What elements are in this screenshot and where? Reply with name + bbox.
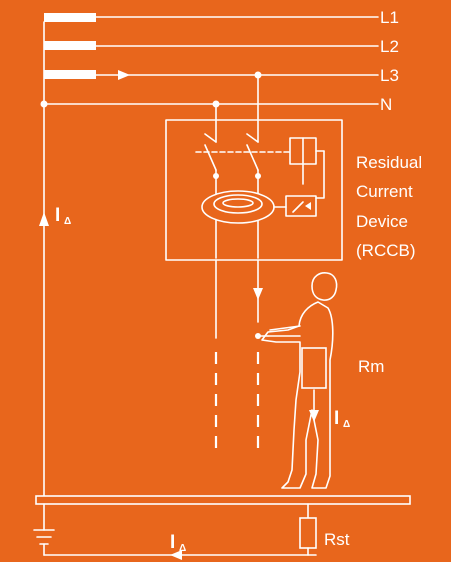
switch-contact-l bbox=[246, 133, 259, 143]
rccb-label-line-3: Device bbox=[356, 212, 408, 231]
sensing-relay-arrow bbox=[305, 202, 311, 210]
l2-terminal-bar bbox=[44, 41, 96, 50]
return-current-arrow bbox=[39, 212, 49, 226]
rccb-node-dot-n bbox=[213, 173, 219, 179]
rccb-label-line-4: (RCCB) bbox=[356, 241, 416, 260]
label-rm: Rm bbox=[358, 357, 384, 376]
rccb-device bbox=[165, 119, 343, 261]
load-current-arrow bbox=[253, 288, 263, 300]
sensing-relay-contact bbox=[292, 201, 304, 213]
person-figure: Rm I Δ bbox=[255, 272, 384, 489]
body-current-arrow bbox=[309, 410, 319, 422]
body-resistance-symbol bbox=[301, 347, 327, 389]
trip-relay-wire-b bbox=[315, 150, 325, 199]
ground-bar bbox=[35, 495, 411, 505]
label-rst: Rst bbox=[324, 530, 350, 549]
toroid-core-hole bbox=[222, 198, 254, 208]
l3-terminal-bar bbox=[44, 70, 96, 79]
earth-current-arrow bbox=[170, 550, 182, 560]
label-l2: L2 bbox=[380, 37, 399, 56]
body-current-label: I bbox=[334, 408, 339, 429]
switch-blade-l bbox=[246, 144, 259, 171]
rccb-label-line-2: Current bbox=[356, 182, 413, 201]
person-arm bbox=[267, 325, 301, 337]
return-current-subscript: Δ bbox=[64, 216, 71, 227]
label-l3: L3 bbox=[380, 66, 399, 85]
switch-contact-n bbox=[204, 133, 217, 143]
return-path: I Δ bbox=[39, 21, 71, 497]
l3-current-arrow bbox=[118, 70, 130, 80]
sensing-relay bbox=[285, 195, 317, 217]
earth-current-label: I bbox=[170, 532, 175, 553]
earth-current-subscript: Δ bbox=[179, 543, 186, 554]
supply-conductors: L1 L2 L3 N bbox=[43, 8, 399, 114]
rccb-label-line-1: Residual bbox=[356, 153, 422, 172]
earth-resistance-symbol bbox=[299, 517, 317, 549]
earth-system: I Δ Rst bbox=[33, 495, 411, 560]
body-current-subscript: Δ bbox=[343, 419, 350, 430]
l1-terminal-bar bbox=[44, 13, 96, 22]
person-head bbox=[311, 272, 338, 301]
return-current-label: I bbox=[55, 205, 60, 226]
rccb-node-dot-l bbox=[255, 173, 261, 179]
rccb-enclosure bbox=[165, 119, 343, 261]
label-l1: L1 bbox=[380, 8, 399, 27]
load-conductors bbox=[214, 259, 263, 452]
switch-blade-n bbox=[204, 144, 217, 171]
label-n: N bbox=[380, 95, 392, 114]
device-taps bbox=[212, 71, 262, 143]
toroid-core-inner bbox=[213, 194, 263, 214]
person-body bbox=[261, 301, 334, 489]
n-junction-dot bbox=[40, 100, 48, 108]
